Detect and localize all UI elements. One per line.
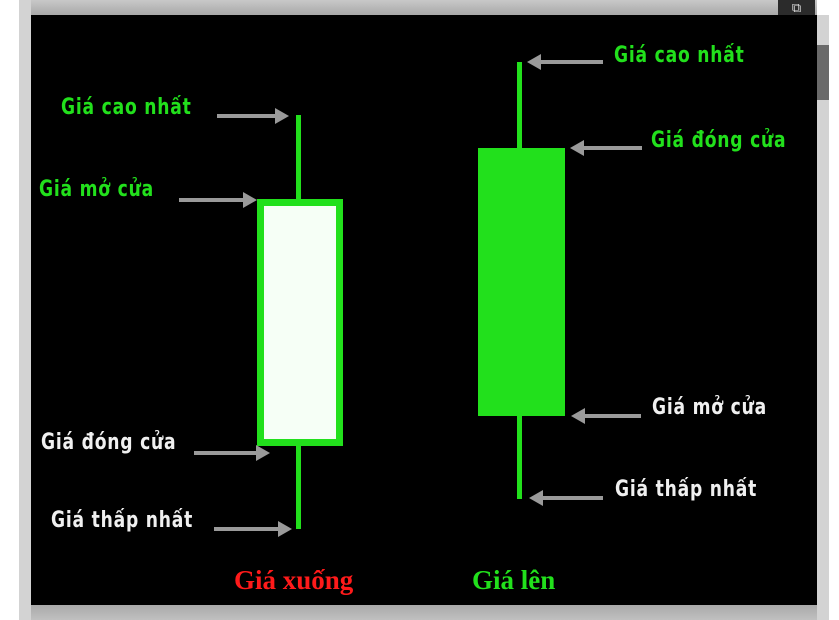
up-high-arrow [527, 54, 603, 70]
viewer-bottom-bar [31, 605, 817, 620]
down-close-label: Giá đóng cửa [41, 430, 177, 455]
down-open-label: Giá mở cửa [39, 177, 154, 202]
down-low-label: Giá thấp nhất [51, 508, 194, 533]
down-candle-upper-wick [296, 115, 301, 205]
vertical-scrollbar[interactable] [817, 15, 829, 620]
down-high-label: Giá cao nhất [61, 95, 192, 120]
up-low-label: Giá thấp nhất [615, 477, 758, 502]
up-candle-body [478, 148, 565, 416]
down-close-arrow [194, 445, 270, 461]
up-caption: Giá lên [472, 565, 556, 595]
expand-button[interactable]: ⧉ [778, 0, 815, 15]
up-candle-lower-wick [517, 415, 522, 499]
up-low-arrow [529, 490, 603, 506]
up-close-arrow [570, 140, 642, 156]
down-caption: Giá xuống [234, 565, 354, 595]
up-open-label: Giá mở cửa [652, 395, 767, 420]
up-open-arrow [571, 408, 641, 424]
scrollbar-thumb[interactable] [817, 45, 829, 100]
up-candle-upper-wick [517, 62, 522, 152]
external-link-icon: ⧉ [791, 0, 802, 15]
down-open-arrow [179, 192, 257, 208]
down-candle-lower-wick [296, 445, 301, 529]
up-close-label: Giá đóng cửa [651, 128, 787, 153]
down-low-arrow [214, 521, 292, 537]
up-high-label: Giá cao nhất [614, 43, 745, 68]
viewer-top-bar [31, 0, 817, 15]
down-high-arrow [217, 108, 289, 124]
down-candle-body [257, 199, 343, 446]
candlestick-diagram: Giá cao nhất Giá mở cửa Giá đóng cửa Giá… [31, 15, 817, 605]
